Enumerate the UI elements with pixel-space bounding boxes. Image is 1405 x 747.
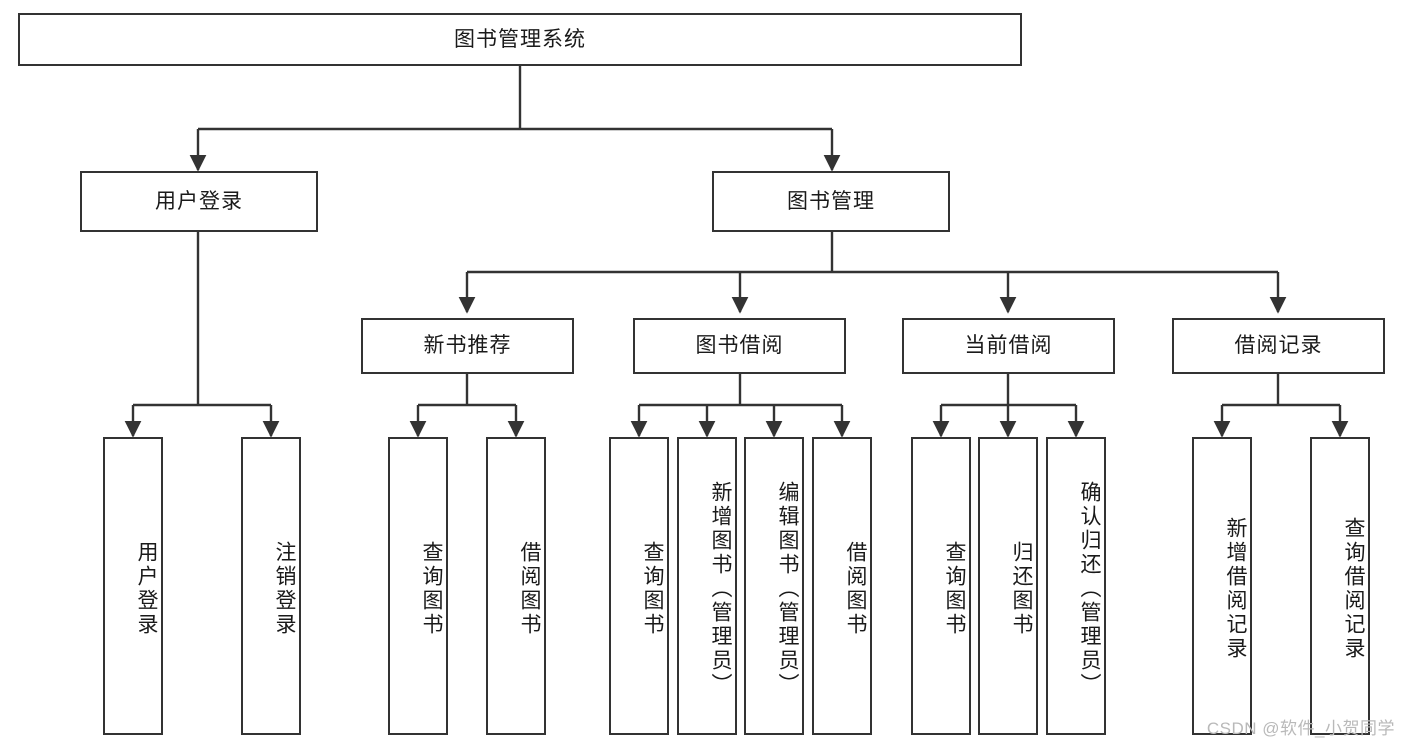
node-label: 图书管理系统 xyxy=(454,27,586,51)
leaf-logout-login[interactable]: 注销登录 xyxy=(241,437,301,735)
node-label: 当前借阅 xyxy=(964,334,1053,358)
leaf-borrow-book[interactable]: 借阅图书 xyxy=(812,437,872,735)
node-root-book-management-system[interactable]: 图书管理系统 xyxy=(18,13,1022,66)
node-label: 新书推荐 xyxy=(423,334,512,358)
node-label: 查询借阅记录 xyxy=(1342,517,1365,661)
node-label: 确认归还（管理员） xyxy=(1078,481,1101,697)
node-book-management[interactable]: 图书管理 xyxy=(712,171,950,232)
leaf-add-borrow-record[interactable]: 新增借阅记录 xyxy=(1192,437,1252,735)
leaf-confirm-return[interactable]: 确认归还（管理员） xyxy=(1046,437,1106,735)
node-borrow-record[interactable]: 借阅记录 xyxy=(1172,318,1385,374)
node-label: 图书借阅 xyxy=(695,334,784,358)
node-label: 借阅图书 xyxy=(844,541,867,637)
node-label: 查询图书 xyxy=(641,541,664,637)
watermark-text: CSDN @软件_小贺同学 xyxy=(1206,719,1395,738)
node-current-borrow[interactable]: 当前借阅 xyxy=(902,318,1115,374)
node-label: 用户登录 xyxy=(155,189,243,213)
leaf-query-book-current[interactable]: 查询图书 xyxy=(911,437,971,735)
leaf-return-book[interactable]: 归还图书 xyxy=(978,437,1038,735)
node-user-login[interactable]: 用户登录 xyxy=(80,171,318,232)
node-label: 编辑图书（管理员） xyxy=(776,481,799,697)
leaf-query-borrow-record[interactable]: 查询借阅记录 xyxy=(1310,437,1370,735)
node-label: 用户登录 xyxy=(135,541,158,637)
leaf-borrow-book-recommend[interactable]: 借阅图书 xyxy=(486,437,546,735)
node-book-borrow[interactable]: 图书借阅 xyxy=(633,318,846,374)
node-label: 新增图书（管理员） xyxy=(709,481,732,697)
node-label: 注销登录 xyxy=(273,541,296,637)
node-label: 归还图书 xyxy=(1010,541,1033,637)
leaf-add-book[interactable]: 新增图书（管理员） xyxy=(677,437,737,735)
node-label: 借阅图书 xyxy=(518,541,541,637)
leaf-query-book-borrow[interactable]: 查询图书 xyxy=(609,437,669,735)
leaf-user-login[interactable]: 用户登录 xyxy=(103,437,163,735)
leaf-query-book-recommend[interactable]: 查询图书 xyxy=(388,437,448,735)
node-label: 借阅记录 xyxy=(1234,334,1323,358)
leaf-edit-book[interactable]: 编辑图书（管理员） xyxy=(744,437,804,735)
node-label: 查询图书 xyxy=(943,541,966,637)
node-new-book-recommend[interactable]: 新书推荐 xyxy=(361,318,574,374)
node-label: 图书管理 xyxy=(787,189,875,213)
node-label: 查询图书 xyxy=(420,541,443,637)
node-label: 新增借阅记录 xyxy=(1224,517,1247,661)
